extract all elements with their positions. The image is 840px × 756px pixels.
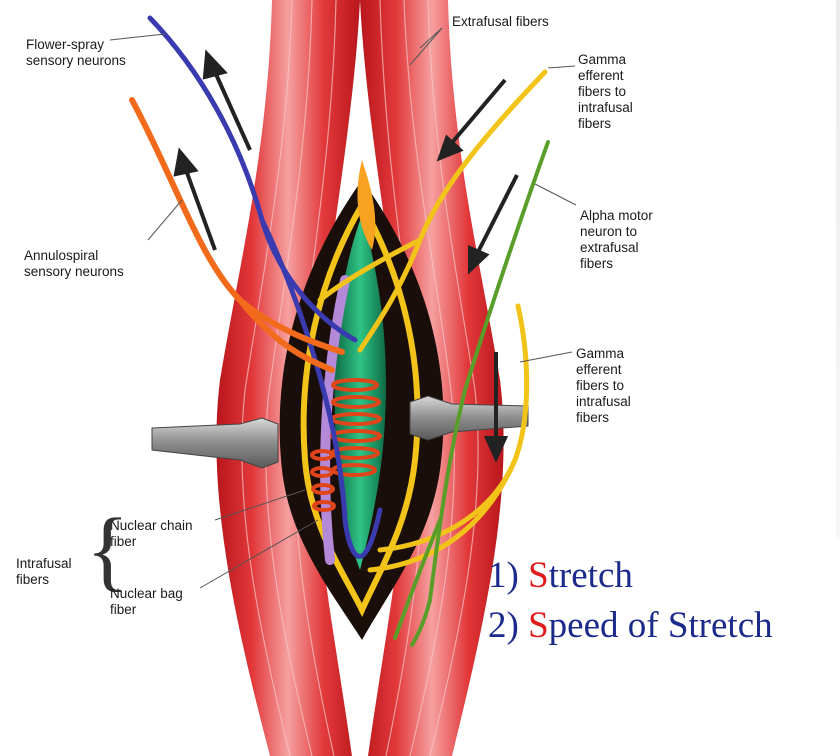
label-flower-spray: Flower-spray sensory neurons	[26, 37, 126, 69]
label-intrafusal: Intrafusal fibers	[16, 556, 72, 588]
label-gamma-efferent-bottom: Gamma efferent fibers to intrafusal fibe…	[576, 346, 631, 426]
label-gamma-efferent-top: Gamma efferent fibers to intrafusal fibe…	[578, 52, 633, 132]
page-edge-shadow	[836, 0, 840, 540]
point-initial: S	[528, 605, 549, 646]
point-initial: S	[528, 555, 549, 596]
intrafusal-brace: {	[86, 506, 129, 596]
point-number: 2)	[488, 605, 528, 646]
point-rest: tretch	[549, 555, 633, 596]
label-alpha-motor: Alpha motor neuron to extrafusal fibers	[580, 208, 653, 272]
point-number: 1)	[488, 555, 528, 596]
point-stretch: 1) Stretch	[488, 556, 633, 596]
point-rest: peed of Stretch	[549, 605, 773, 646]
label-annulospiral: Annulospiral sensory neurons	[24, 248, 124, 280]
label-extrafusal-fibers: Extrafusal fibers	[452, 14, 549, 30]
label-nuclear-bag: Nuclear bag fiber	[110, 586, 183, 618]
point-speed-of-stretch: 2) Speed of Stretch	[488, 606, 773, 646]
clamp-left	[152, 418, 278, 468]
